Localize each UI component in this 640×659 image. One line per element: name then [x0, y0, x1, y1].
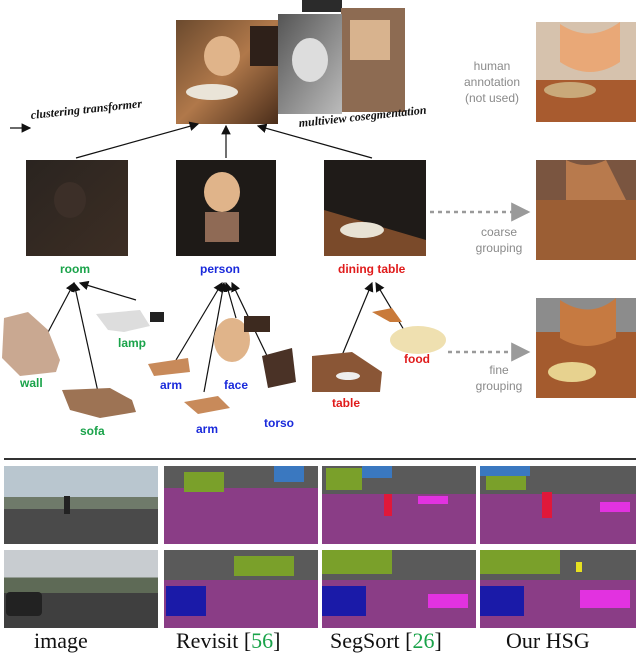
fragment-wall [2, 312, 60, 376]
section-divider [4, 458, 636, 460]
group-label-dining-table: dining table [338, 262, 406, 276]
coarse-grouping-label: coarse grouping [475, 225, 523, 255]
multiview-photos [176, 0, 405, 124]
group-label-room: room [60, 262, 90, 276]
fine-grouping-panel [536, 298, 636, 398]
fine-grouping-label: fine grouping [475, 363, 523, 393]
hsg-row1 [480, 466, 636, 544]
revisit-row2 [164, 550, 318, 628]
caption-image: image [34, 628, 88, 653]
part-label-table: table [332, 396, 361, 410]
segsort-row2 [322, 550, 476, 628]
hierarchy-figure [2, 0, 636, 418]
part-label-arm-1: arm [160, 378, 183, 392]
segsort-row1 [322, 466, 476, 544]
part-label-torso: torso [264, 416, 294, 430]
fragment-face [214, 316, 270, 362]
fragment-sofa [62, 388, 136, 418]
revisit-row1 [164, 466, 318, 544]
part-label-face: face [224, 378, 249, 392]
group-label-person: person [200, 262, 241, 276]
image-row2 [4, 550, 158, 628]
fragment-arm1 [148, 358, 190, 376]
image-row1 [4, 466, 158, 544]
human-annotation-panel [536, 22, 636, 122]
coarse-grouping-panel [536, 160, 636, 260]
caption-segsort: SegSort [26] [330, 628, 442, 653]
comparison-grid [0, 466, 640, 628]
hsg-row2 [480, 550, 636, 628]
caption-our-hsg: Our HSG [506, 628, 590, 653]
part-label-lamp: lamp [118, 336, 147, 350]
fragment-arm2 [184, 396, 230, 414]
part-label-food: food [404, 352, 430, 366]
fragment-torso [262, 348, 296, 388]
human-annotation-label: human annotation (not used) [463, 59, 521, 105]
fragment-table [312, 352, 382, 392]
fragment-lamp [96, 310, 164, 332]
part-label-arm-2: arm [196, 422, 219, 436]
caption-revisit: Revisit [56] [176, 628, 281, 653]
part-label-wall: wall [20, 376, 43, 390]
part-label-sofa: sofa [80, 424, 105, 438]
fragment-food [372, 308, 446, 354]
